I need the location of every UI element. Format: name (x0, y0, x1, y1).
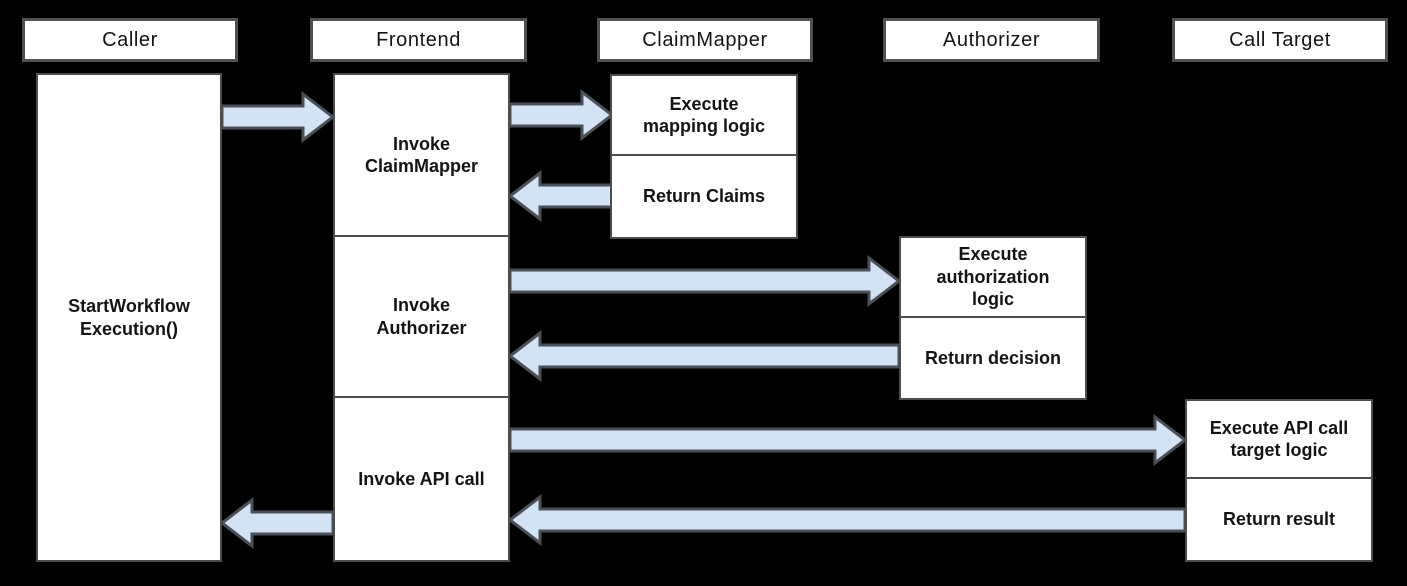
arrow-frontend-to-calltarget (508, 413, 1188, 467)
activation-column-caller: StartWorkflow Execution() (36, 73, 222, 562)
lifeline-header-caller: Caller (22, 18, 238, 62)
step-label: Return result (1222, 509, 1336, 530)
step-label: Return decision (924, 347, 1062, 368)
activation-column-claimmapper: Execute mapping logic Return Claims (610, 74, 798, 239)
step-label: Invoke Authorizer (376, 295, 467, 338)
lifeline-label-claimmapper: ClaimMapper (642, 28, 768, 51)
step-label: Execute mapping logic (642, 93, 765, 137)
step-invoke-api-call: Invoke API call (333, 396, 510, 562)
activation-column-call-target: Execute API call target logic Return res… (1185, 399, 1373, 562)
arrow-caller-to-frontend (220, 90, 336, 144)
lifeline-label-call-target: Call Target (1229, 28, 1331, 51)
arrow-frontend-to-caller (219, 496, 335, 550)
step-label: Invoke ClaimMapper (364, 133, 479, 177)
step-label: Invoke API call (358, 468, 485, 489)
arrow-authorizer-to-frontend (507, 329, 901, 383)
lifeline-header-frontend: Frontend (310, 18, 527, 62)
step-return-result: Return result (1185, 477, 1373, 562)
step-start-workflow-execution: StartWorkflow Execution() (36, 73, 222, 562)
lifeline-label-frontend: Frontend (376, 28, 461, 51)
lifeline-label-caller: Caller (102, 28, 158, 51)
step-execute-authorization-logic: Execute authorization logic (899, 236, 1087, 318)
arrow-frontend-to-authorizer (508, 254, 902, 308)
lifeline-header-call-target: Call Target (1172, 18, 1388, 62)
lifeline-header-claimmapper: ClaimMapper (597, 18, 813, 62)
arrow-calltarget-to-frontend (507, 493, 1187, 547)
step-label: Execute API call target logic (1209, 417, 1349, 461)
arrow-frontend-to-claimmapper (508, 88, 615, 142)
step-execute-api-call-target-logic: Execute API call target logic (1185, 399, 1373, 479)
step-return-claims: Return Claims (610, 154, 798, 239)
step-label: StartWorkflow Execution() (68, 296, 190, 339)
step-label: Return Claims (642, 186, 766, 207)
step-invoke-authorizer: Invoke Authorizer (333, 235, 510, 398)
activation-column-frontend: Invoke ClaimMapper Invoke Authorizer Inv… (333, 73, 510, 562)
lifeline-label-authorizer: Authorizer (942, 28, 1041, 51)
step-label: Execute authorization logic (936, 244, 1050, 310)
activation-column-authorizer: Execute authorization logic Return decis… (899, 236, 1087, 400)
step-return-decision: Return decision (899, 316, 1087, 400)
lifeline-header-authorizer: Authorizer (883, 18, 1100, 62)
step-invoke-claimmapper: Invoke ClaimMapper (333, 73, 510, 237)
step-execute-mapping-logic: Execute mapping logic (610, 74, 798, 156)
arrow-claimmapper-to-frontend (507, 169, 614, 223)
